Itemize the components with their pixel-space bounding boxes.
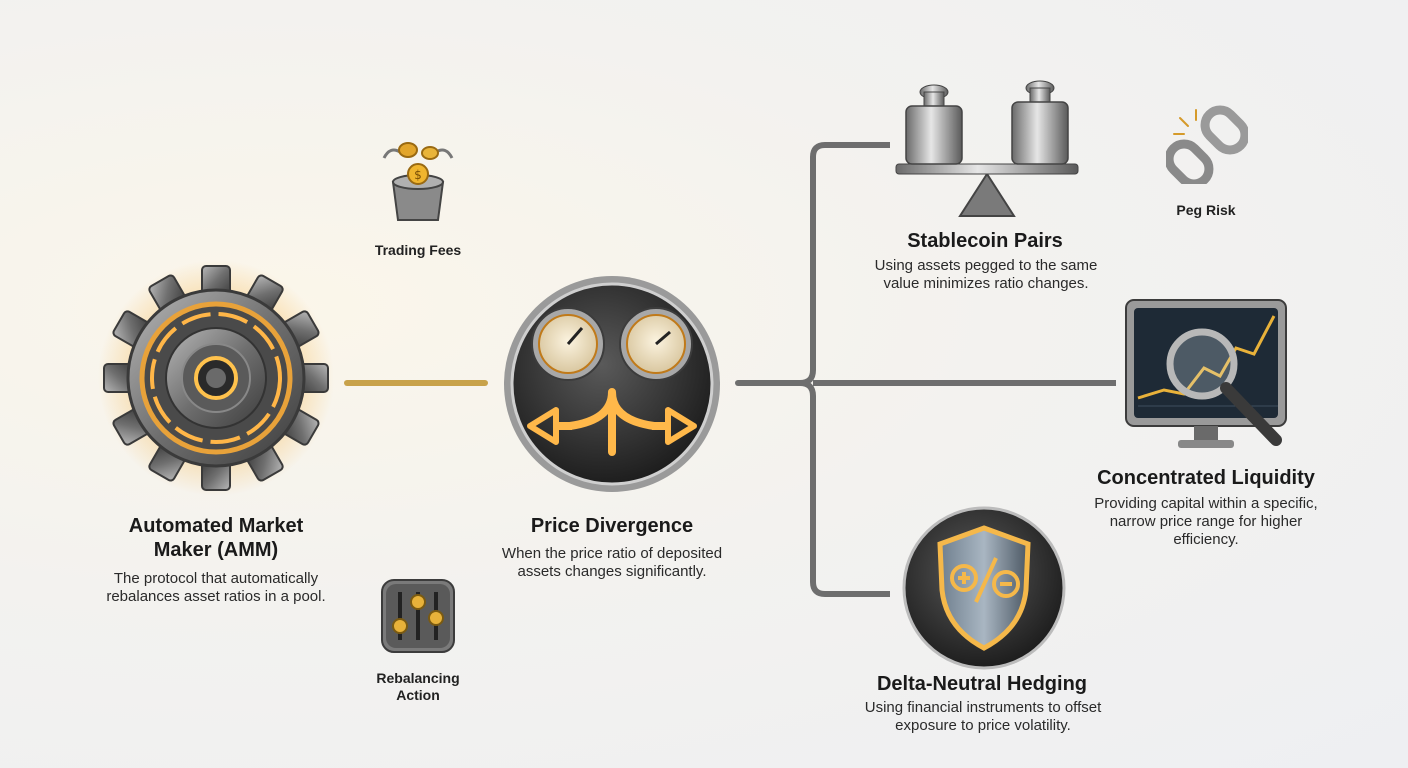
peg-risk-label: Peg Risk <box>1176 202 1236 218</box>
trading-fees-label: Trading Fees <box>374 242 462 258</box>
sliders-icon <box>381 579 455 653</box>
concentrated-liquidity-description: Providing capital within a specific, nar… <box>1094 495 1318 548</box>
price-divergence-node <box>500 272 724 496</box>
amm-description: The protocol that automatically rebalanc… <box>106 570 326 605</box>
shield-plus-minus-icon <box>902 506 1066 670</box>
monitor-magnifier-icon <box>1125 299 1287 448</box>
concentrated-liquidity-title: Concentrated Liquidity <box>1097 467 1315 489</box>
amm-to-divergence-connector <box>344 380 488 386</box>
stablecoin-pairs-title: Stablecoin Pairs <box>907 230 1063 252</box>
branch-bracket <box>799 142 1116 597</box>
stablecoin-pairs-description: Using assets pegged to the same value mi… <box>874 257 1098 292</box>
gauges-arrows-icon <box>504 276 720 492</box>
delta-neutral-hedging-title: Delta-Neutral Hedging <box>876 673 1088 695</box>
amm-title: Automated Market Maker (AMM) <box>128 515 304 561</box>
rebalancing-action-label: Rebalancing Action <box>376 670 460 703</box>
broken-chain-icon <box>1166 105 1248 184</box>
amm-node <box>96 258 336 498</box>
divergence-to-branch-connector <box>735 380 810 386</box>
gear-icon <box>98 260 334 496</box>
balance-scale-icon <box>895 80 1079 217</box>
delta-neutral-hedging-description: Using financial instruments to offset ex… <box>864 699 1102 734</box>
svg-text:$: $ <box>414 168 422 182</box>
price-divergence-description: When the price ratio of deposited assets… <box>501 545 723 580</box>
coin-bucket-icon: $ <box>382 142 454 221</box>
price-divergence-title: Price Divergence <box>530 515 694 537</box>
